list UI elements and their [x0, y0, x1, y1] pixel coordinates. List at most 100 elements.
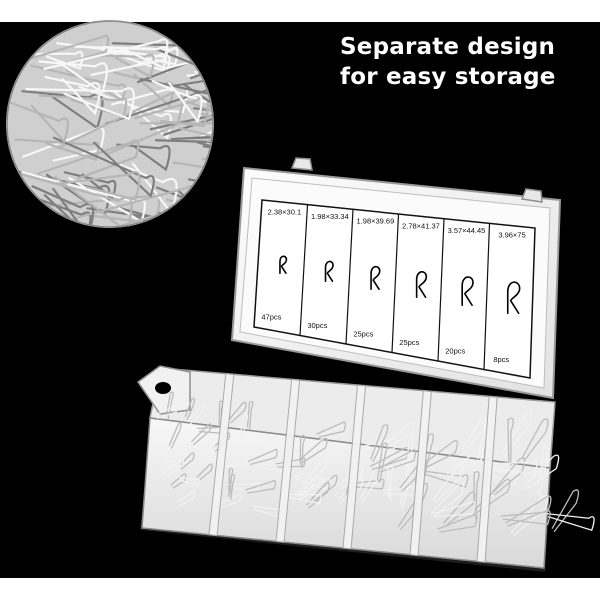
closeup-pin — [44, 75, 101, 116]
closeup-pin — [14, 34, 110, 69]
hitch-pin — [370, 424, 389, 463]
closeup-pin — [194, 21, 213, 59]
label-divider — [299, 204, 309, 336]
hitch-pin — [523, 454, 560, 490]
closeup-pin — [151, 79, 203, 124]
closeup-pin — [174, 222, 213, 227]
hitch-pin — [305, 481, 330, 509]
label-divider — [391, 213, 400, 353]
closeup-pin — [163, 22, 213, 43]
hitch-pin — [257, 446, 284, 456]
r-clip-icon — [279, 255, 288, 275]
hitch-pin — [469, 464, 518, 486]
hitch-pin — [217, 493, 242, 509]
hitch-pin — [244, 479, 277, 494]
closeup-pin — [9, 170, 133, 227]
size-label: 3.96×75 — [498, 231, 525, 240]
hitch-pin — [163, 458, 185, 467]
closeup-pin — [166, 198, 213, 227]
lid-latch-right — [520, 188, 543, 203]
closeup-pin — [102, 45, 168, 70]
box-tray — [136, 365, 595, 572]
compartment-divider — [342, 384, 367, 550]
compartment-divider — [476, 395, 498, 563]
r-clip-icon — [461, 276, 474, 307]
hitch-pin — [474, 478, 511, 514]
closeup-pin — [206, 123, 213, 158]
count-label: 30pcs — [307, 321, 327, 330]
hitch-pin — [168, 422, 182, 449]
hitch-pin — [247, 448, 278, 466]
hitch-pin — [521, 418, 549, 462]
hitch-pin — [204, 441, 216, 463]
hitch-pin — [433, 501, 476, 518]
r-clip-icon — [506, 281, 521, 315]
hitch-pin — [286, 493, 322, 505]
size-label: 1.98×39.69 — [357, 217, 395, 226]
label-divider — [345, 209, 354, 345]
compartment-divider — [208, 373, 235, 537]
closeup-pin — [194, 54, 213, 84]
closeup-pin — [38, 60, 108, 95]
hitch-pin — [337, 477, 364, 504]
r-clip-icon — [370, 265, 381, 291]
closeup-pin — [25, 87, 135, 121]
label-cells: 2.38×30.147pcs1.98×33.3430pcs1.98×39.692… — [261, 204, 526, 370]
closeup-pin — [26, 50, 84, 71]
closeup-pin — [63, 171, 117, 200]
hitch-pin — [170, 473, 187, 489]
hitch-pin — [222, 456, 248, 467]
hitch-pin — [421, 470, 469, 488]
closeup-pin — [31, 185, 95, 227]
closeup-pin — [10, 101, 69, 144]
closeup-pin — [183, 31, 213, 80]
hitch-pin — [154, 404, 178, 419]
label-divider — [483, 223, 491, 370]
hitch-pin — [178, 476, 200, 487]
count-label: 20pcs — [445, 346, 465, 355]
hitch-pin — [311, 474, 338, 502]
hitch-pin — [165, 391, 174, 420]
hitch-pin — [161, 459, 181, 479]
hitch-pin — [385, 420, 415, 448]
closeup-pin — [203, 21, 213, 34]
closeup-pin — [56, 90, 184, 156]
hitch-pin — [421, 433, 435, 477]
hitch-pin — [507, 417, 514, 466]
hitch-pin — [316, 421, 347, 438]
r-clip-icon — [324, 260, 334, 283]
closeup-pin — [14, 138, 100, 161]
closeup-pin — [52, 136, 155, 198]
count-label: 25pcs — [399, 338, 419, 347]
closeup-pin — [95, 53, 155, 79]
closeup-pin — [30, 64, 126, 102]
closeup-pin — [201, 127, 213, 166]
closeup-pin — [37, 139, 140, 180]
box-lid: 2.38×30.147pcs1.98×33.3430pcs1.98×39.692… — [230, 157, 562, 400]
hitch-pin — [246, 400, 254, 431]
hitch-pin — [191, 423, 212, 446]
hitch-pin — [460, 417, 487, 454]
hitch-pin — [298, 437, 328, 464]
hitch-pin — [377, 449, 417, 473]
hang-hole — [155, 382, 171, 394]
hitch-pin — [302, 457, 328, 489]
hitch-pin — [437, 513, 478, 533]
tray-compartments — [154, 373, 595, 563]
hitch-pin — [399, 468, 413, 508]
hitch-pin — [228, 474, 236, 500]
hitch-pin — [237, 414, 249, 446]
headline-line1: Separate design — [340, 34, 556, 60]
closeup-pin — [78, 85, 173, 140]
size-label: 2.78×41.37 — [402, 221, 440, 230]
label-divider — [437, 218, 445, 362]
hitch-pin — [176, 490, 196, 507]
hitch-pin — [500, 510, 551, 525]
hitch-pin — [551, 489, 580, 533]
hitch-pin — [545, 512, 595, 532]
headline: Separate design for easy storage — [340, 32, 590, 92]
hitch-pin — [187, 404, 205, 426]
size-label: 1.98×33.34 — [311, 212, 349, 221]
hitch-pin — [220, 439, 232, 472]
